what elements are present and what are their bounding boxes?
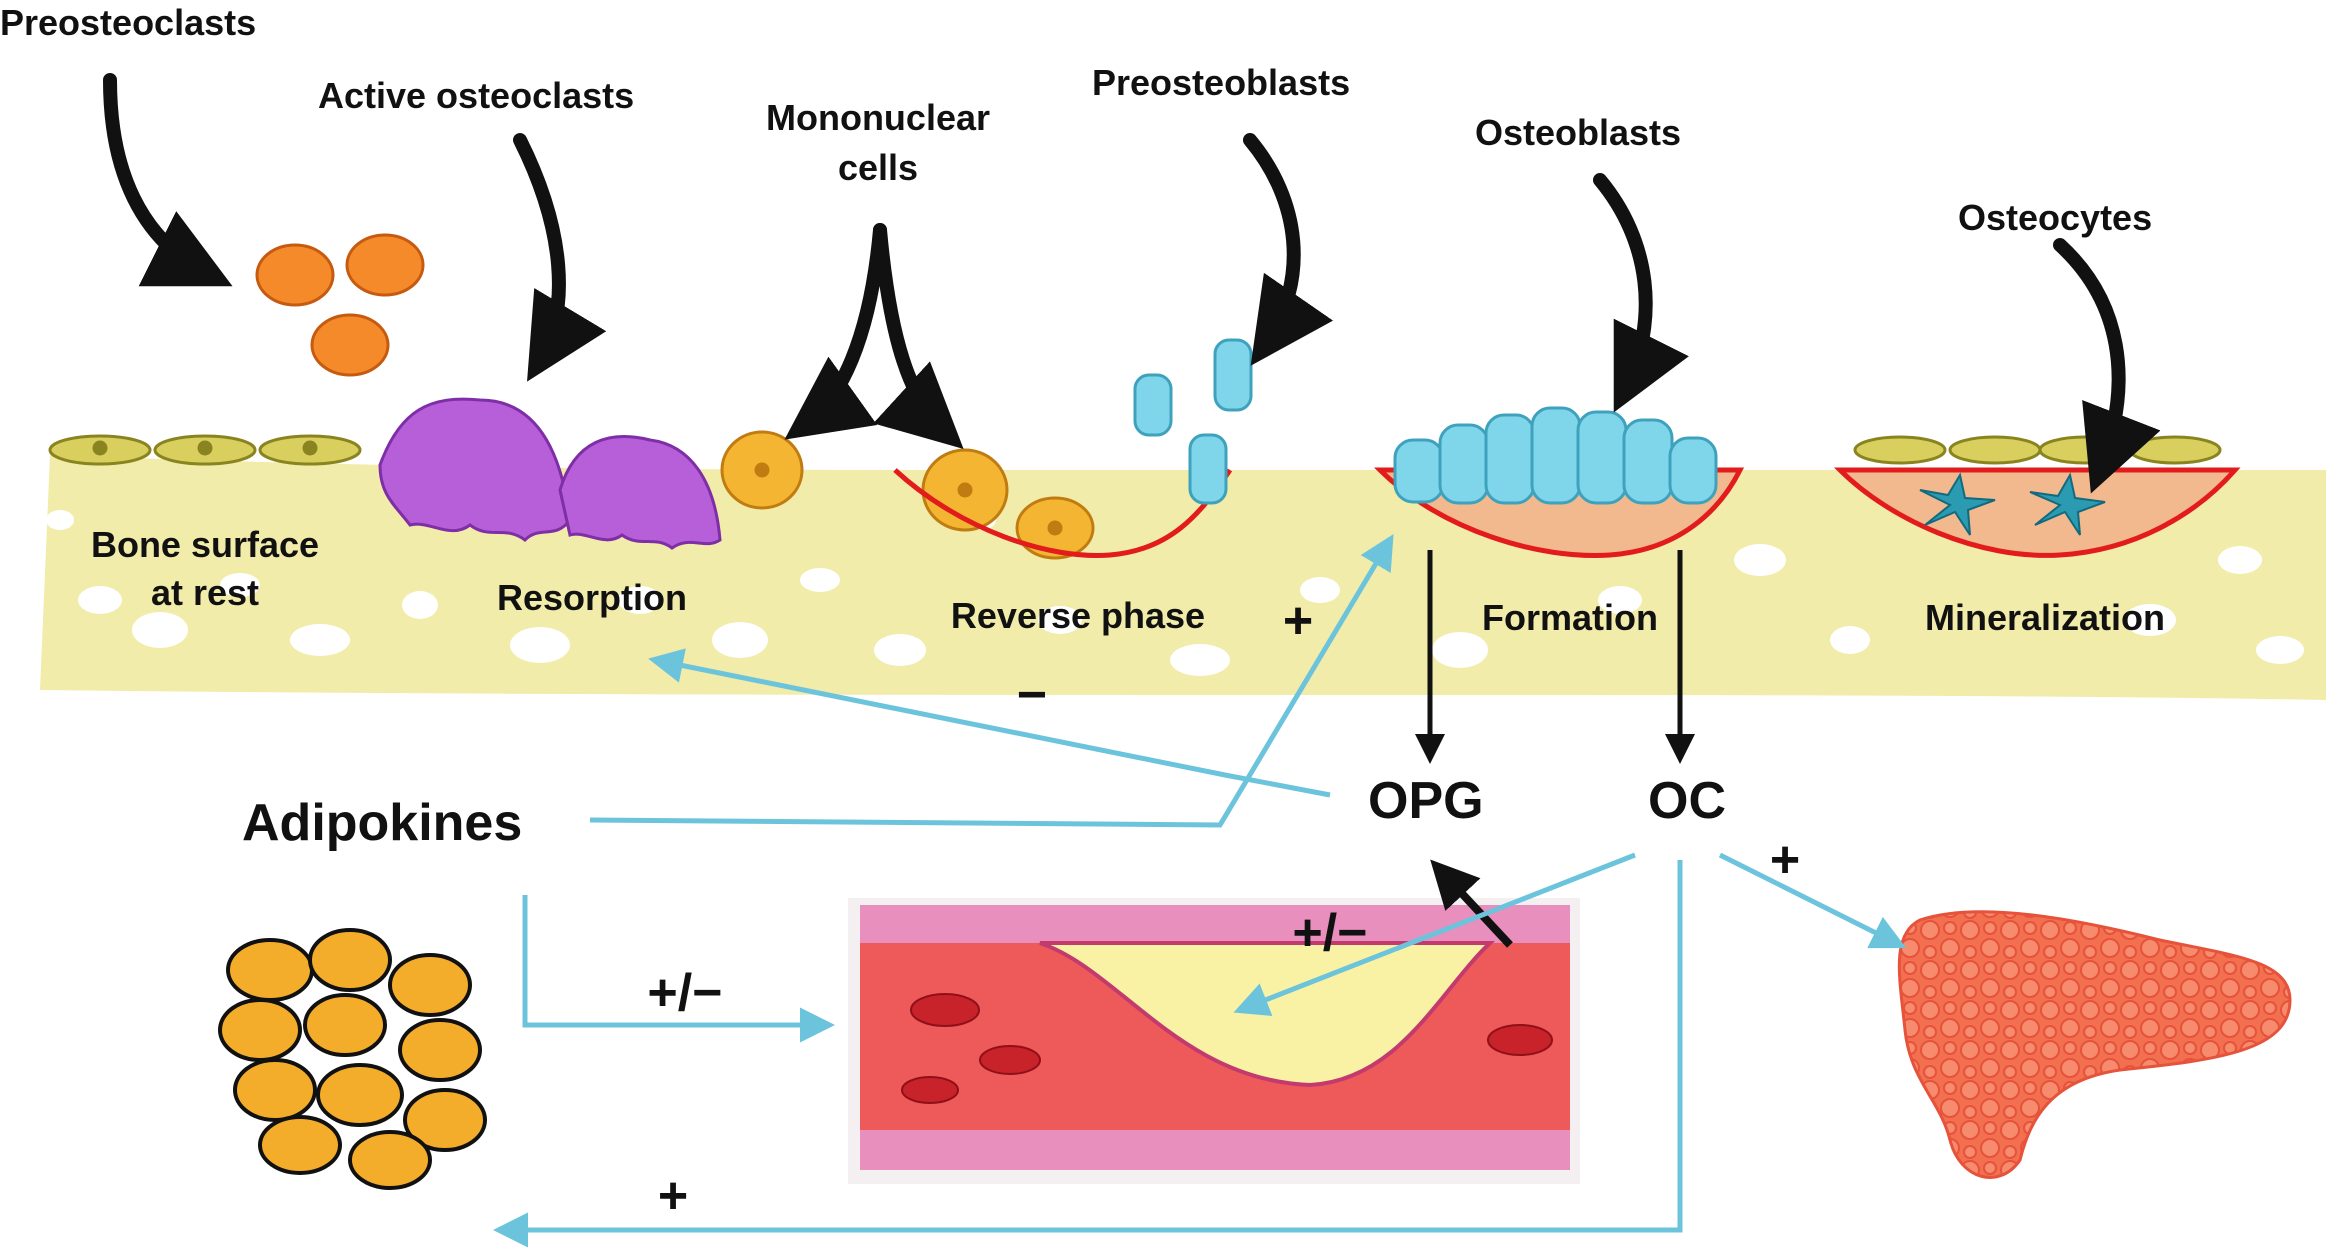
label-mononuclear-1: Mononuclear — [766, 97, 990, 138]
label-reverse-phase: Reverse phase — [951, 595, 1205, 636]
sign-plus-pancreas: + — [1770, 831, 1800, 889]
label-oc: OC — [1648, 772, 1726, 830]
arrow-vessel-to-opg — [1430, 859, 1513, 948]
arrow-mononuclear-right — [873, 223, 964, 450]
label-osteocytes: Osteocytes — [1958, 197, 2152, 238]
label-formation: Formation — [1482, 597, 1658, 638]
preosteoclast-cells — [255, 233, 425, 377]
label-active-osteoclasts: Active osteoclasts — [318, 75, 634, 116]
active-osteoclasts — [378, 397, 722, 550]
arrow-adipokines-to-vessel — [522, 895, 835, 1043]
arrow-preosteoclasts — [103, 73, 233, 287]
formation-output-arrows — [1415, 550, 1695, 948]
label-rest-2: at rest — [151, 572, 259, 613]
arrow-active-osteoclasts — [513, 133, 607, 382]
label-preosteoclasts: Preosteoclasts — [0, 2, 256, 43]
sign-plus-formation: + — [1283, 592, 1313, 650]
osteoblast-row — [1393, 406, 1718, 505]
artery-plaque-illustration — [848, 898, 1580, 1184]
sign-plus-bottom: + — [658, 1167, 688, 1225]
sign-plusminus-vessel-oc: +/− — [1292, 904, 1367, 962]
pancreas-illustration — [1897, 910, 2292, 1179]
label-opg: OPG — [1368, 772, 1484, 830]
sign-minus-resorption: − — [1017, 666, 1047, 724]
arrow-opg-inhibits-resorption — [648, 648, 1331, 798]
label-osteoblasts: Osteoblasts — [1475, 112, 1681, 153]
lining-cells-rest — [48, 434, 362, 466]
arrow-oc-to-adipocytes — [493, 860, 1683, 1248]
reverse-cavity-line — [893, 468, 1233, 559]
label-preosteoblasts: Preosteoblasts — [1092, 62, 1350, 103]
arrow-adipokines-to-formation — [589, 533, 1394, 828]
sign-plusminus-vessel-adipokines: +/− — [647, 964, 722, 1022]
label-mononuclear-2: cells — [838, 147, 918, 188]
regulatory-arrows — [493, 533, 1907, 1248]
formation-site — [1373, 406, 1745, 559]
label-mineralization: Mineralization — [1925, 597, 2165, 638]
arrow-oc-to-pancreas — [1718, 852, 1907, 949]
preosteoblast-cells — [1133, 338, 1253, 505]
label-adipokines: Adipokines — [242, 794, 522, 852]
osteocyte-cells — [1919, 472, 2106, 536]
arrow-osteocytes — [2053, 238, 2161, 494]
arrow-osteoblasts — [1593, 173, 1689, 413]
label-resorption: Resorption — [497, 577, 687, 618]
arrow-preosteoblasts — [1243, 133, 1333, 366]
label-rest-1: Bone surface — [91, 524, 319, 565]
mononuclear-cells — [720, 430, 1095, 560]
arrow-mononuclear-left — [784, 223, 887, 440]
cell-pointer-arrows — [103, 73, 2161, 494]
adipocyte-cluster — [218, 928, 487, 1190]
arrow-oc-to-vessel — [1233, 852, 1636, 1017]
